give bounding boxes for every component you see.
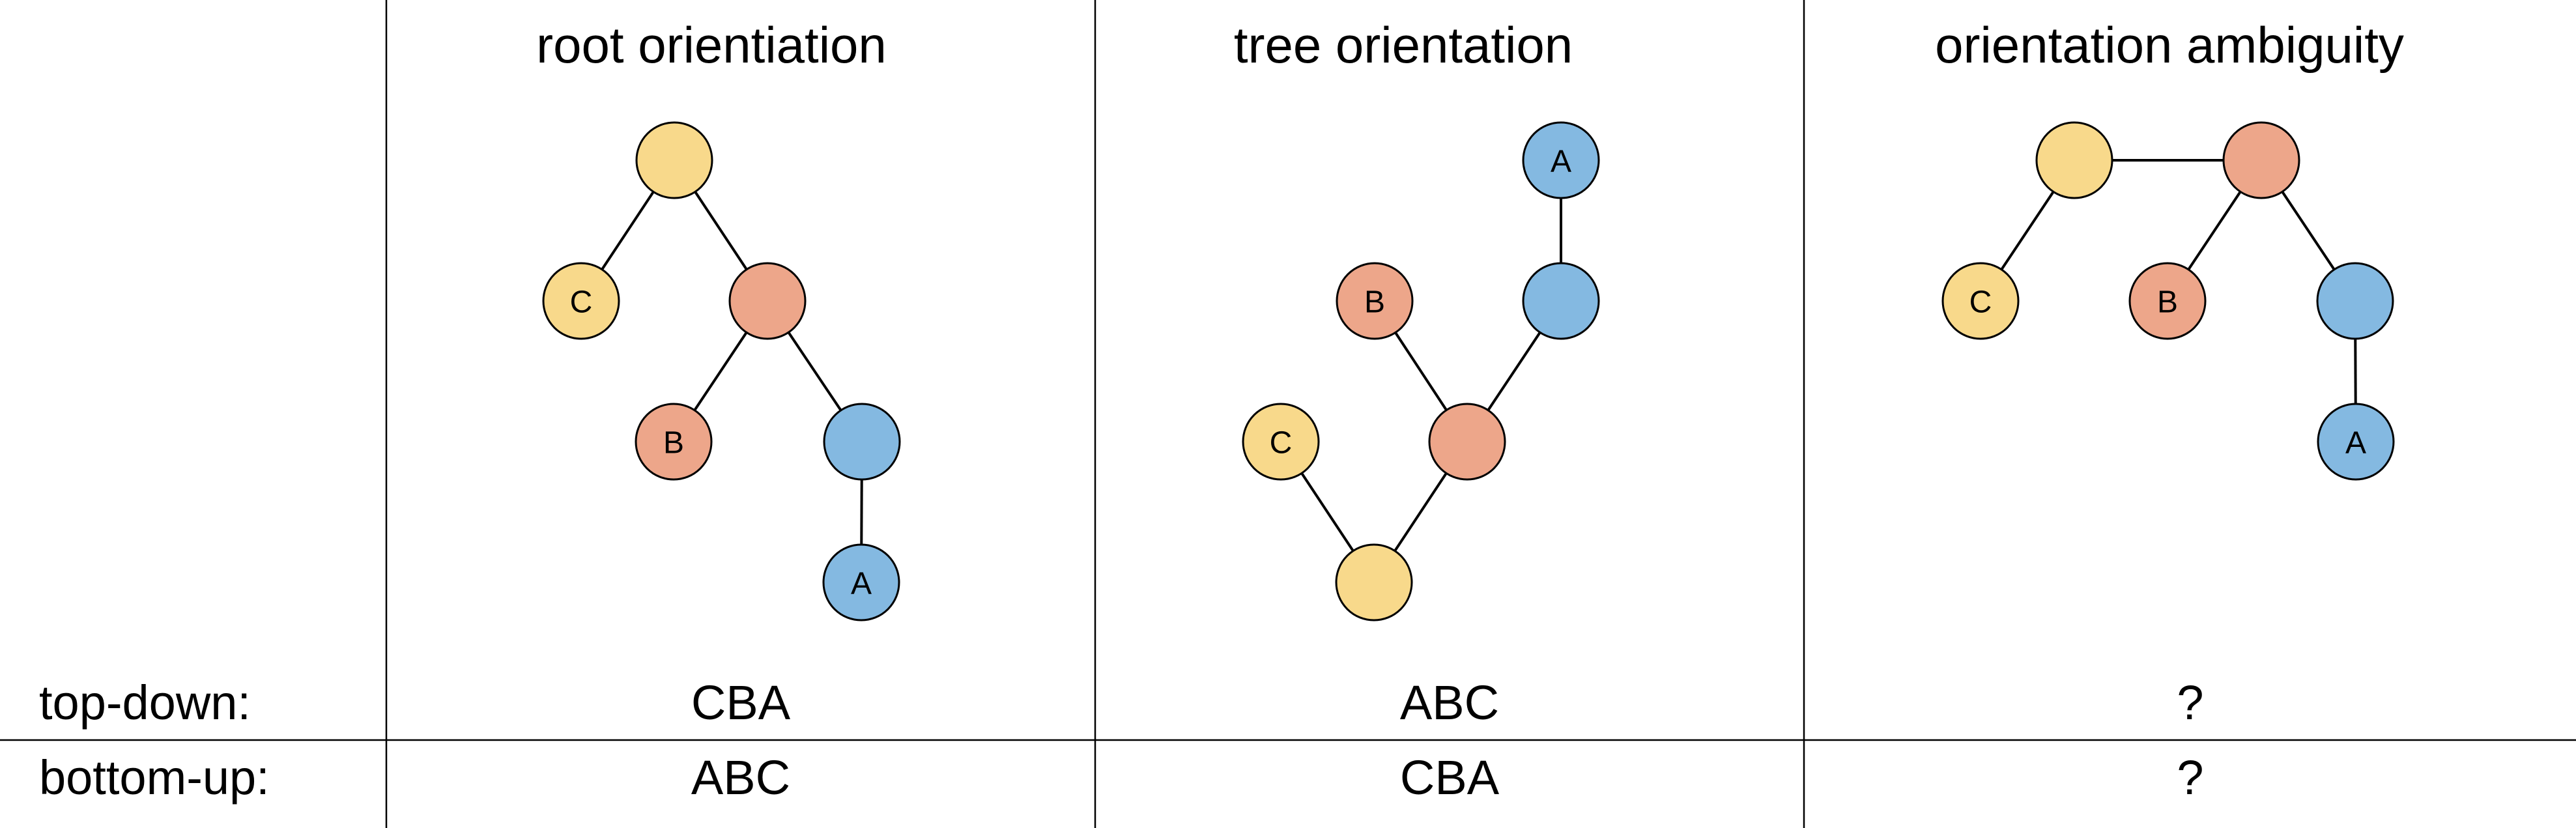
node-label: C	[1969, 285, 1992, 320]
tree-node-yellow-c	[542, 262, 620, 340]
tree-node-blue-a	[822, 543, 900, 621]
tree-node-blue-unlabeled	[2316, 262, 2394, 340]
tree-node-yellow-unlabeled	[635, 121, 713, 199]
cell-top-down-orientation-ambiguity: ?	[2177, 676, 2203, 730]
cell-bottom-up-tree-orientation: CBA	[1400, 750, 1500, 805]
tree-node-blue-a	[1522, 121, 1600, 199]
node-label: A	[851, 567, 872, 601]
tree-node-salmon-b	[1336, 262, 1414, 340]
node-label: A	[2345, 426, 2366, 461]
node-label: B	[2157, 285, 2178, 320]
cell-top-down-tree-orientation: ABC	[1400, 676, 1499, 730]
cell-top-down-root-orientation: CBA	[691, 676, 791, 730]
row-label-bottom-up: bottom-up:	[39, 750, 270, 805]
node-label: C	[570, 285, 593, 320]
tree-node-blue-unlabeled	[823, 403, 901, 481]
column-title-tree-orientation: tree orientation	[1234, 16, 1573, 74]
tree-root-orientation: C B A	[542, 121, 901, 621]
cell-bottom-up-root-orientation: ABC	[691, 750, 790, 805]
tree-node-salmon-unlabeled	[2222, 121, 2300, 199]
tree-node-yellow-unlabeled	[2035, 121, 2113, 199]
cell-bottom-up-orientation-ambiguity: ?	[2177, 750, 2203, 805]
tree-node-salmon-b	[635, 403, 713, 481]
tree-node-blue-unlabeled	[1522, 262, 1600, 340]
node-label: A	[1551, 145, 1571, 179]
tree-tree-orientation: A B C	[1242, 121, 1600, 621]
tree-node-salmon-unlabeled	[1428, 403, 1506, 481]
tree-node-salmon-b	[2128, 262, 2207, 340]
node-label: B	[1364, 285, 1385, 320]
tree-node-yellow-c	[1242, 403, 1320, 481]
column-title-orientation-ambiguity: orientation ambiguity	[1935, 16, 2404, 74]
tree-node-yellow-unlabeled	[1335, 543, 1413, 621]
column-title-root-orientation: root orientiation	[536, 16, 887, 74]
node-label: C	[1270, 426, 1293, 461]
tree-node-salmon-unlabeled	[728, 262, 807, 340]
row-label-top-down: top-down:	[39, 676, 251, 730]
node-label: B	[663, 426, 684, 461]
tree-node-yellow-c	[1941, 262, 2020, 340]
tree-orientation-ambiguity: C B A	[1941, 121, 2395, 481]
tree-node-blue-a	[2317, 403, 2395, 481]
